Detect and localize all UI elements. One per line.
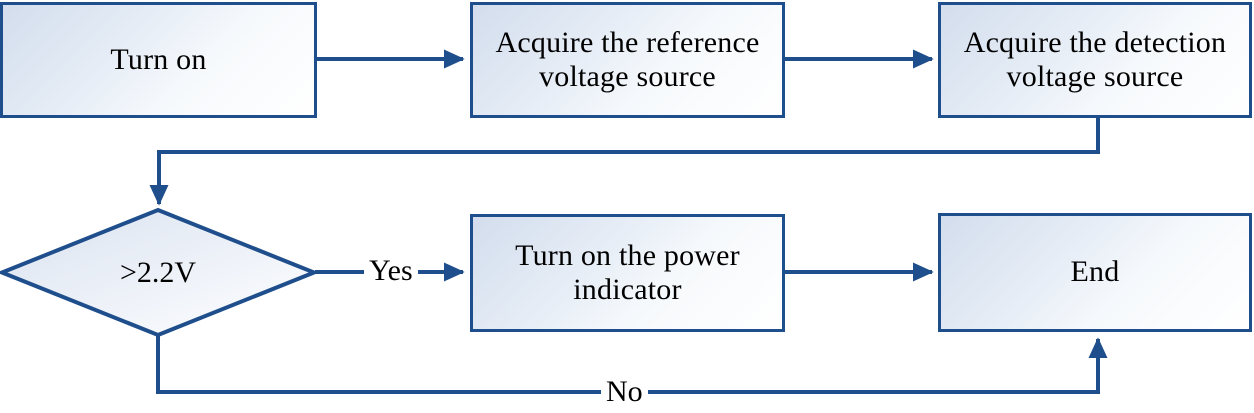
node-end[interactable]: End bbox=[938, 213, 1252, 332]
edge-label-no: No bbox=[601, 377, 648, 407]
node-acquire-reference[interactable]: Acquire the reference voltage source bbox=[470, 2, 785, 118]
node-threshold[interactable]: >2.2V bbox=[0, 207, 320, 338]
node-acquire-reference-label: Acquire the reference voltage source bbox=[495, 25, 760, 93]
node-turn-on-indicator-label: Turn on the power indicator bbox=[515, 238, 740, 306]
node-end-label: End bbox=[1070, 255, 1120, 289]
node-turn-on-indicator[interactable]: Turn on the power indicator bbox=[470, 214, 785, 332]
edge-label-yes: Yes bbox=[364, 256, 418, 286]
node-turn-on-label: Turn on bbox=[110, 42, 207, 76]
node-acquire-detection-label: Acquire the detection voltage source bbox=[963, 25, 1227, 93]
node-turn-on[interactable]: Turn on bbox=[0, 2, 317, 118]
node-acquire-detection[interactable]: Acquire the detection voltage source bbox=[938, 2, 1252, 118]
node-threshold-label: >2.2V bbox=[119, 255, 197, 289]
edge-acquire-detection-to-threshold bbox=[149, 118, 1100, 206]
